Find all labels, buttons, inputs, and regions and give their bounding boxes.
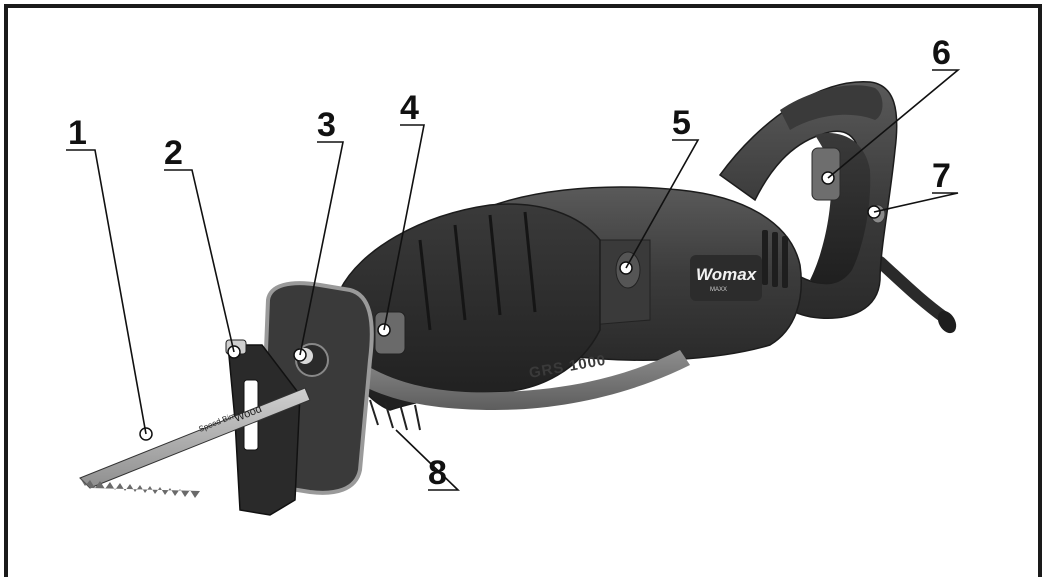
grip-ribs: [418, 211, 537, 331]
brand-badge: [690, 255, 762, 301]
bottom-grip-ridges: [369, 399, 421, 431]
leader-lines: [66, 69, 961, 491]
brand-logo-text: Womax: [696, 265, 758, 284]
callout-7: 7: [932, 157, 951, 195]
blade-teeth: [80, 478, 200, 498]
brand-sub-text: MAXX: [710, 287, 727, 293]
rear-handle-grip: [810, 133, 871, 285]
callout-1: 1: [68, 114, 87, 152]
handle-top-cap: [780, 85, 883, 130]
callout-6: 6: [932, 34, 951, 72]
callout-3: 3: [317, 106, 336, 144]
callout-8: 8: [428, 454, 447, 492]
cord-end: [937, 310, 957, 334]
front-grip: [337, 203, 601, 411]
motor-vents: [762, 230, 788, 288]
power-cord: [874, 256, 951, 324]
grip-lower-band: [345, 350, 690, 410]
callout-4: 4: [400, 89, 419, 127]
callout-2: 2: [164, 134, 183, 172]
callout-5: 5: [672, 104, 691, 142]
frame-border: [4, 4, 1042, 577]
